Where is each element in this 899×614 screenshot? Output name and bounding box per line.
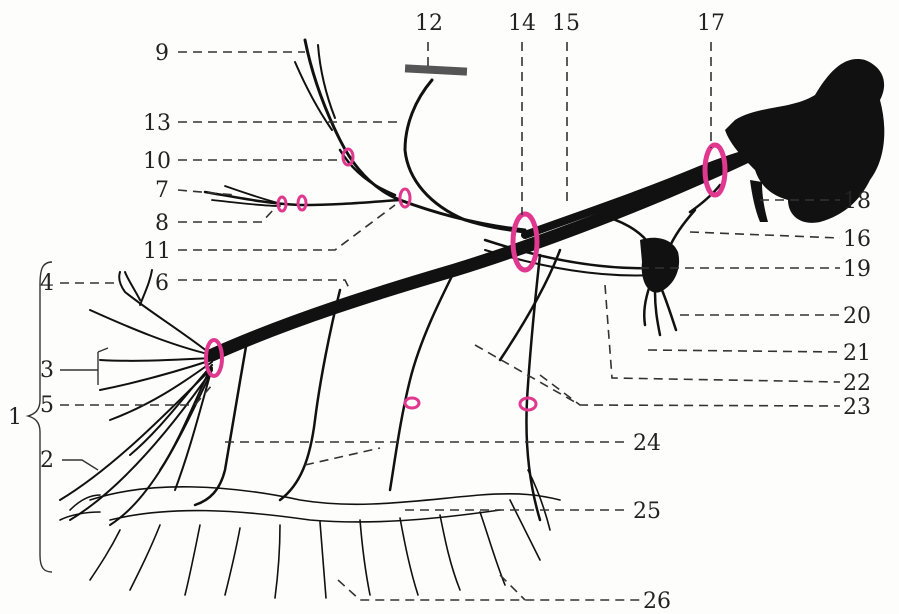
label-3: 3 xyxy=(40,358,54,383)
ring-8b xyxy=(298,196,306,210)
ganglion-small xyxy=(640,238,679,293)
label-18: 18 xyxy=(843,189,871,214)
label-7: 7 xyxy=(155,178,169,203)
label-6: 6 xyxy=(155,271,169,296)
label-22: 22 xyxy=(843,371,871,396)
labels: 1 2 3 4 5 6 7 8 9 10 11 12 13 14 15 16 1… xyxy=(8,11,871,614)
label-10: 10 xyxy=(143,149,171,174)
label-25: 25 xyxy=(633,499,661,524)
ring-11 xyxy=(400,189,410,207)
label-13: 13 xyxy=(143,111,171,136)
label-24: 24 xyxy=(633,431,661,456)
branch-12-stub xyxy=(405,64,467,75)
label-21: 21 xyxy=(843,341,871,366)
label-19: 19 xyxy=(843,257,871,282)
label-14: 14 xyxy=(508,11,536,36)
label-1: 1 xyxy=(8,405,22,430)
label-11: 11 xyxy=(143,239,171,264)
label-16: 16 xyxy=(843,227,871,252)
label-23: 23 xyxy=(843,395,871,420)
label-5: 5 xyxy=(40,393,54,418)
label-8: 8 xyxy=(155,211,169,236)
label-12: 12 xyxy=(415,11,443,36)
label-17: 17 xyxy=(697,11,725,36)
lower-plexus xyxy=(60,470,560,598)
label-9: 9 xyxy=(155,41,169,66)
label-4: 4 xyxy=(40,271,54,296)
ring-24a xyxy=(405,398,419,408)
label-2: 2 xyxy=(40,448,54,473)
label-20: 20 xyxy=(843,304,871,329)
label-15: 15 xyxy=(552,11,580,36)
label-26: 26 xyxy=(643,589,671,614)
branch-20 xyxy=(644,285,676,335)
